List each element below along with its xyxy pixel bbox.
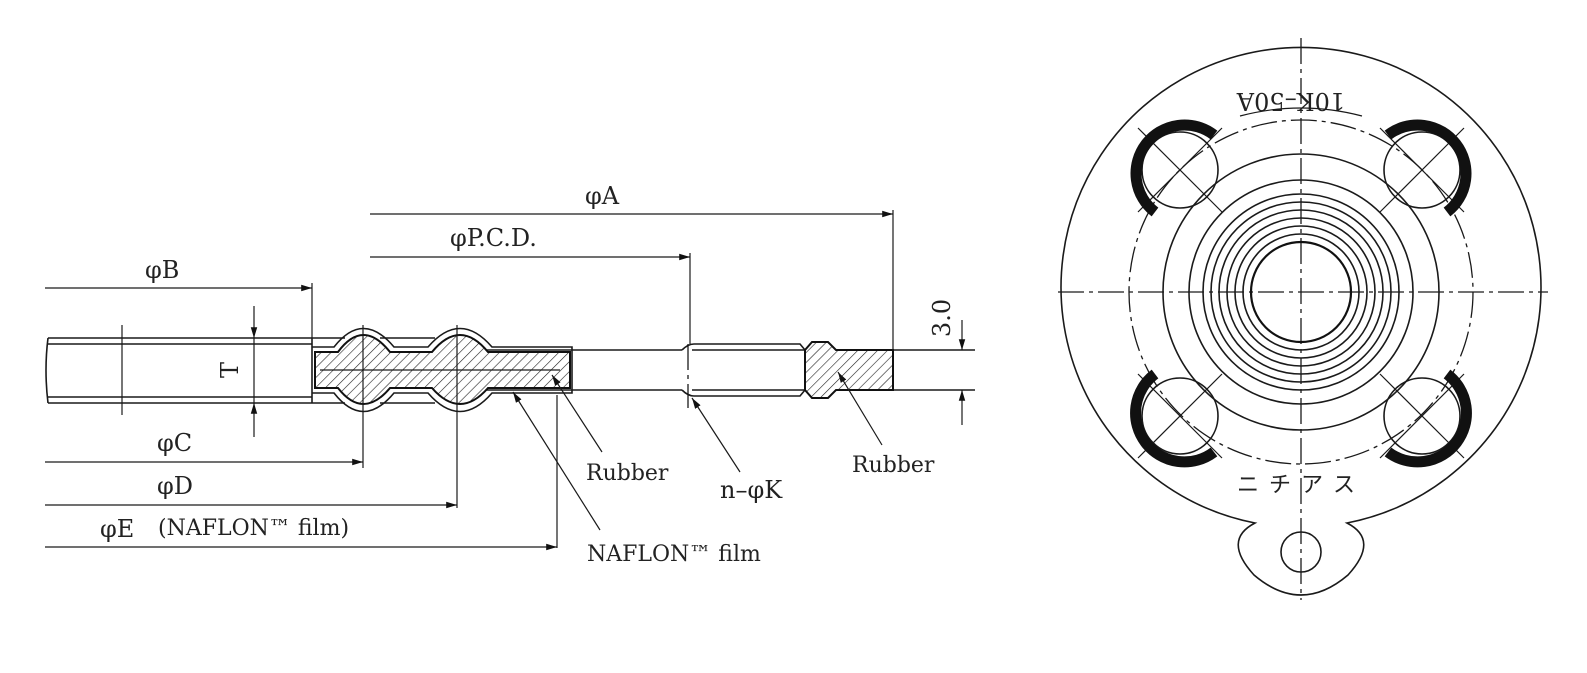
- leader-rubber-inner: [551, 374, 603, 453]
- label-phi-a: φA: [585, 182, 620, 210]
- bolt-hole-top-left: [1130, 119, 1223, 217]
- label-hole-spec: n–φK: [720, 476, 783, 504]
- label-phi-c: φC: [157, 429, 192, 457]
- label-phi-e-note: (NAFLON™ film): [158, 516, 349, 541]
- label-rubber-inner: Rubber: [586, 461, 669, 486]
- label-phi-b: φB: [145, 256, 179, 284]
- concentric-rings: [1162, 153, 1440, 431]
- naflon-film-envelope: [312, 327, 573, 413]
- marking-brand: ニチアス: [1237, 473, 1365, 498]
- marking-size: 10K–50A: [1236, 87, 1345, 115]
- label-thickness-value: 3.0: [928, 299, 956, 337]
- marking-size-underline: [1239, 107, 1363, 117]
- leader-rubber-outer: [837, 371, 883, 446]
- label-thickness-t: T: [216, 362, 244, 378]
- label-rubber-outer: Rubber: [852, 453, 935, 478]
- label-phi-d: φD: [157, 472, 193, 500]
- gasket-outline: [1060, 46, 1542, 596]
- bolt-hole-bottom-left: [1130, 369, 1223, 468]
- bolt-hole-bottom-right: [1379, 369, 1472, 468]
- gasket-body-outline: [45, 337, 975, 404]
- leader-naflon: [512, 391, 601, 531]
- outer-rubber: [804, 341, 894, 399]
- leader-hole: [691, 397, 741, 473]
- pcd-circle: [1128, 119, 1474, 465]
- bolt-hole-section: [681, 343, 806, 408]
- label-naflon-film: NAFLON™ film: [587, 542, 761, 567]
- section-view: φA φP.C.D. φB φC φD φE (NAFLON™ film) T …: [45, 182, 975, 567]
- plan-view: 10K–50A ニチアス: [1058, 38, 1548, 600]
- label-phi-e: φE: [100, 515, 134, 543]
- label-phi-pcd: φP.C.D.: [450, 224, 537, 252]
- bolt-hole-top-right: [1379, 119, 1472, 217]
